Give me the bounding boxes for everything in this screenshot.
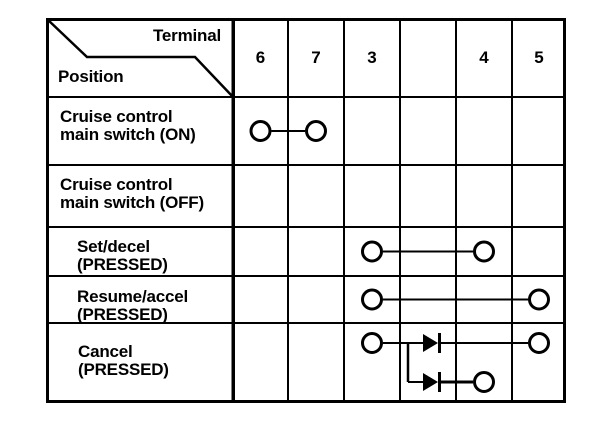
terminal-circle xyxy=(249,120,272,142)
diode-bar xyxy=(438,333,441,353)
terminal-column-header-5: 5 xyxy=(534,48,544,67)
row-label-cancel: Cancel (PRESSED) xyxy=(78,342,169,379)
table-border xyxy=(46,18,566,403)
terminal-circle xyxy=(528,332,550,354)
diode-icon xyxy=(423,334,438,352)
terminal-circle xyxy=(361,288,383,311)
terminal-circle xyxy=(361,240,383,263)
continuity-table: Terminal Position 6 7 3 4 5 Cruise contr… xyxy=(46,18,566,403)
terminal-circle xyxy=(473,371,495,393)
header-position-label: Position xyxy=(58,67,124,86)
terminal-column-header-6: 6 xyxy=(255,48,266,67)
terminal-column-header-7: 7 xyxy=(311,48,321,67)
header-diagonal xyxy=(46,18,234,98)
row-label-main-switch-on: Cruise control main switch (ON) xyxy=(60,107,196,144)
terminal-circle xyxy=(361,332,383,354)
terminal-circle xyxy=(305,120,327,142)
table-grid-canvas xyxy=(46,18,566,403)
terminal-column-header-4: 4 xyxy=(479,48,489,67)
header-terminal-label: Terminal xyxy=(153,26,221,45)
diode-icon xyxy=(423,373,438,391)
row-label-resume-accel: Resume/accel (PRESSED) xyxy=(77,287,189,324)
terminal-circle xyxy=(473,240,495,263)
row-label-set-decel: Set/decel (PRESSED) xyxy=(77,237,168,274)
terminal-circle xyxy=(528,288,550,311)
terminal-column-header-3: 3 xyxy=(367,48,377,67)
diode-bar xyxy=(438,372,441,392)
row-label-main-switch-off: Cruise control main switch (OFF) xyxy=(60,175,204,212)
